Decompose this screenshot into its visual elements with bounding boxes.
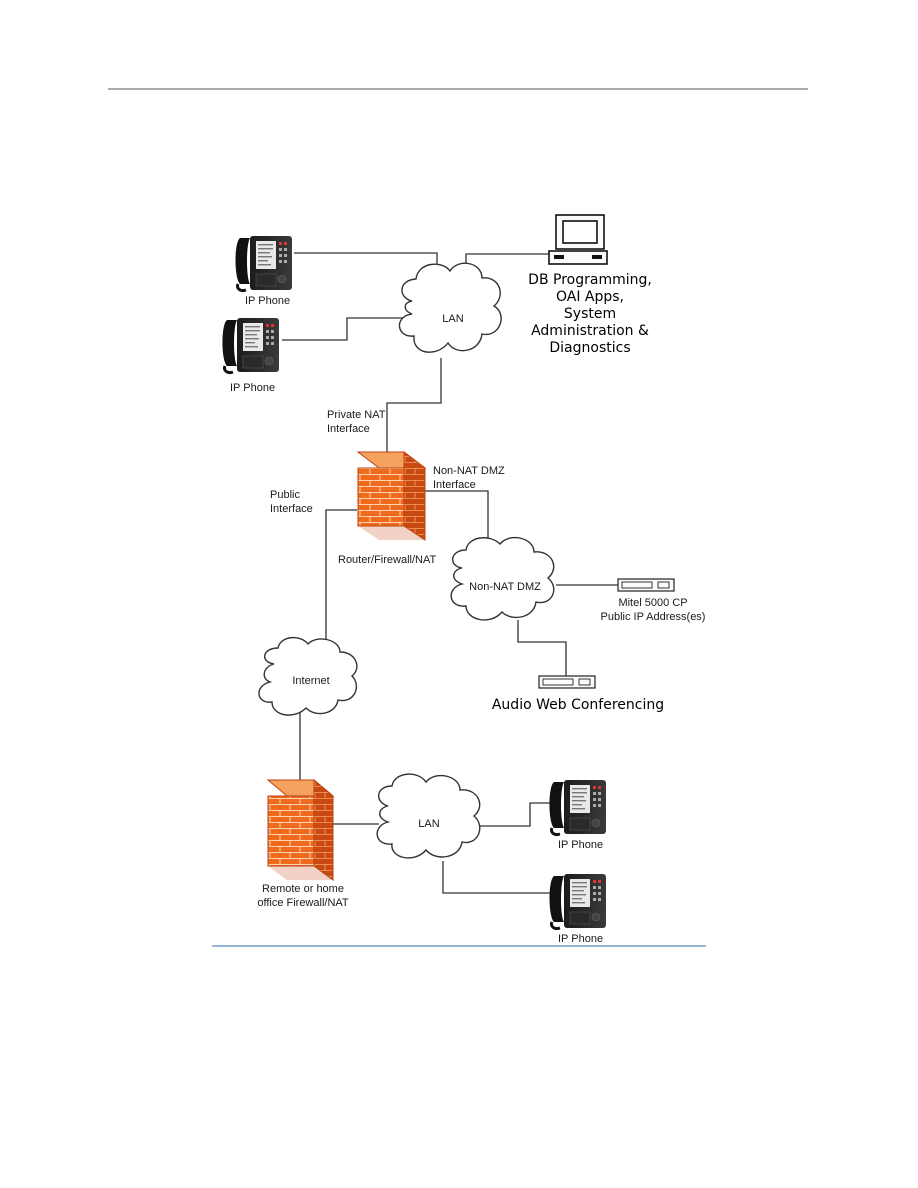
private-nat-label-2: Interface [327, 423, 370, 435]
mitel-5000-cp: Mitel 5000 CP Public IP Address(es) [601, 578, 706, 623]
internet-label: Internet [292, 675, 329, 687]
non-nat-dmz-interface-label-1: Non-NAT DMZ [433, 465, 505, 477]
audio-web-label: Audio Web Conferencing [492, 697, 664, 713]
ip-phone-2-label: IP Phone [230, 382, 275, 394]
wire-lan-phone3 [477, 802, 552, 827]
lan-top-label: LAN [442, 313, 463, 325]
workstation-label-5: Diagnostics [549, 340, 630, 356]
remote-firewall: Remote or home office Firewall/NAT [257, 778, 349, 909]
public-interface-label-1: Public [270, 489, 300, 501]
wire-dmz-audio [517, 620, 567, 676]
public-interface-label-2: Interface [270, 503, 313, 515]
non-nat-dmz-interface-label-2: Interface [433, 479, 476, 491]
lan-bottom-label: LAN [418, 818, 439, 830]
rack-server-icon [538, 675, 596, 689]
wire-lan-phone4 [442, 861, 552, 894]
lan-top-cloud: LAN [398, 262, 502, 353]
firewall-icon [356, 450, 427, 541]
ip-phone-4-label: IP Phone [558, 933, 603, 945]
dmz-cloud: Non-NAT DMZ [450, 536, 555, 621]
ip-phone-4: IP Phone [548, 872, 608, 945]
rack-server-icon [617, 578, 675, 592]
audio-web-conferencing: Audio Web Conferencing [492, 675, 664, 713]
router-firewall-label: Router/Firewall/NAT [338, 554, 436, 566]
ip-phone-icon [548, 778, 608, 837]
remote-firewall-label-2: office Firewall/NAT [257, 897, 349, 909]
router-firewall: Router/Firewall/NAT [338, 450, 436, 566]
workstation-label-1: DB Programming, [528, 272, 652, 288]
ip-phone-3-label: IP Phone [558, 839, 603, 851]
ip-phone-icon [221, 316, 281, 375]
mitel-label-1: Mitel 5000 CP [618, 597, 687, 609]
wire-firewall-dmz [425, 490, 489, 550]
workstation-label-3: System [564, 306, 616, 322]
ip-phone-1: IP Phone [234, 234, 294, 307]
mitel-label-2: Public IP Address(es) [601, 611, 706, 623]
wire-firewall-internet [325, 509, 357, 648]
computer-icon [548, 214, 608, 265]
ip-phone-3: IP Phone [548, 778, 608, 851]
firewall-icon [266, 778, 335, 881]
dmz-cloud-label: Non-NAT DMZ [469, 581, 541, 593]
internet-cloud: Internet [258, 637, 358, 716]
ip-phone-2: IP Phone [221, 316, 281, 394]
workstation-label-2: OAI Apps, [556, 289, 624, 305]
ip-phone-icon [234, 234, 294, 293]
lan-bottom-cloud: LAN [376, 773, 481, 859]
private-nat-label-1: Private NAT [327, 409, 386, 421]
ip-phone-icon [548, 872, 608, 931]
workstation: DB Programming, OAI Apps, System Adminis… [528, 214, 652, 356]
ip-phone-1-label: IP Phone [245, 295, 290, 307]
wire-lan-firewall [386, 358, 442, 452]
remote-firewall-label-1: Remote or home [262, 883, 344, 895]
wire-phone2-lan [282, 317, 404, 341]
workstation-label-4: Administration & [531, 323, 649, 339]
